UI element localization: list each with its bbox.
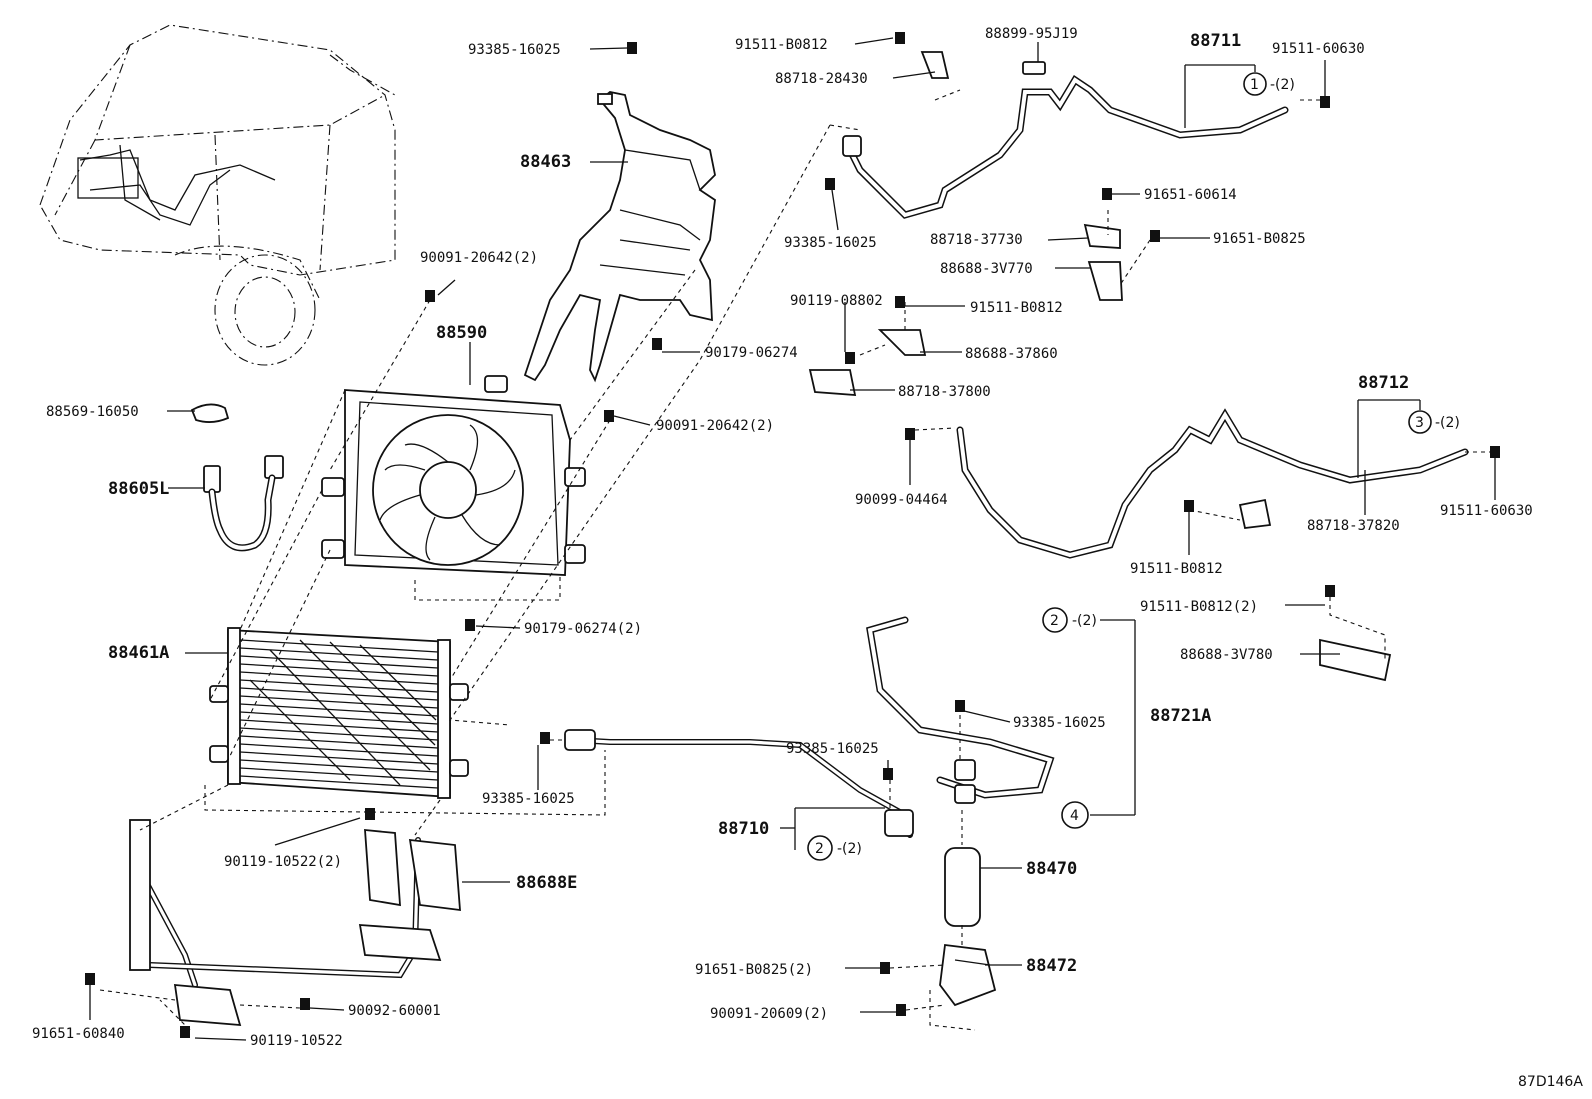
label-88461A: 88461A <box>108 643 169 663</box>
label-90092-60001: 90092-60001 <box>348 1003 441 1019</box>
label-88569-16050: 88569-16050 <box>46 404 139 420</box>
bracket-88463 <box>523 91 716 383</box>
label-91651-B0825-2: 91651-B0825(2) <box>695 962 813 978</box>
label-90119-08802: 90119-08802 <box>790 293 883 309</box>
label-88718-28430: 88718-28430 <box>775 71 868 87</box>
label-90091-20642-b: 90091-20642(2) <box>656 418 774 434</box>
label-91651-B0825-a: 91651-B0825 <box>1213 231 1306 247</box>
svg-text:3: 3 <box>1415 415 1424 431</box>
label-90119-10522-b: 90119-10522 <box>250 1033 343 1049</box>
part-labels: 93385-16025 88463 90091-20642(2) 88590 8… <box>32 26 1583 1090</box>
label-90091-20642-a: 90091-20642(2) <box>420 250 538 266</box>
marker-2-lower: 2 -(2) <box>807 835 862 861</box>
label-88688-3V770: 88688-3V770 <box>940 261 1033 277</box>
label-88710: 88710 <box>718 819 769 839</box>
label-88688-37860: 88688-37860 <box>965 346 1058 362</box>
label-88899-95J19: 88899-95J19 <box>985 26 1078 42</box>
pipe-88710 <box>564 729 914 838</box>
svg-text:-(2): -(2) <box>1072 613 1097 629</box>
condenser-88461A <box>209 627 469 799</box>
label-90179-06274-b: 90179-06274(2) <box>524 621 642 637</box>
hose-88721A <box>866 616 1055 804</box>
label-88712: 88712 <box>1358 373 1409 393</box>
pipe-88688E <box>129 819 461 1027</box>
fan-shroud-88590 <box>321 375 586 601</box>
hose-88711 <box>842 61 1289 219</box>
label-91511-B0812-2: 91511-B0812(2) <box>1140 599 1258 615</box>
label-88472: 88472 <box>1026 956 1077 976</box>
fastener-icons <box>85 32 1500 1038</box>
label-93385-16025-c: 93385-16025 <box>1013 715 1106 731</box>
label-88721A: 88721A <box>1150 706 1211 726</box>
reference-markers: 1 -(2) 3 -(2) 2 -(2) 2 -(2) 4 <box>807 72 1460 861</box>
label-88605L: 88605L <box>108 479 169 499</box>
svg-text:4: 4 <box>1070 808 1079 824</box>
leader-lines <box>89 37 1496 1041</box>
label-90099-04464: 90099-04464 <box>855 492 948 508</box>
label-88718-37820: 88718-37820 <box>1307 518 1400 534</box>
marker-2-upper: 2 -(2) <box>1042 607 1097 633</box>
label-91651-60840: 91651-60840 <box>32 1026 125 1042</box>
label-88463: 88463 <box>520 152 571 172</box>
svg-text:2: 2 <box>1050 613 1059 629</box>
label-88590: 88590 <box>436 323 487 343</box>
label-93385-16025-b: 93385-16025 <box>784 235 877 251</box>
label-88470: 88470 <box>1026 859 1077 879</box>
label-93385-16025-d: 93385-16025 <box>786 741 879 757</box>
label-91651-60614: 91651-60614 <box>1144 187 1237 203</box>
marker-3: 3 -(2) <box>1408 410 1460 434</box>
label-90179-06274-a: 90179-06274 <box>705 345 798 361</box>
svg-text:-(2): -(2) <box>1435 415 1460 431</box>
label-91511-B0812-c: 91511-B0812 <box>1130 561 1223 577</box>
vehicle-illustration <box>39 24 396 366</box>
hose-88712 <box>956 408 1469 559</box>
wire-harness-88605L <box>190 403 284 552</box>
label-90091-20609: 90091-20609(2) <box>710 1006 828 1022</box>
label-91511-B0812-a: 91511-B0812 <box>735 37 828 53</box>
label-91511-B0812-b: 91511-B0812 <box>970 300 1063 316</box>
label-88688-3V780: 88688-3V780 <box>1180 647 1273 663</box>
svg-text:-(2): -(2) <box>837 841 862 857</box>
svg-text:1: 1 <box>1250 77 1259 93</box>
label-93385-16025-a: 93385-16025 <box>468 42 561 58</box>
receiver-drier-88470 <box>939 847 997 1007</box>
marker-1: 1 -(2) <box>1243 72 1295 96</box>
svg-text:-(2): -(2) <box>1270 77 1295 93</box>
assembly-lines <box>99 89 1490 1031</box>
label-91511-60630-b: 91511-60630 <box>1440 503 1533 519</box>
label-88688E: 88688E <box>516 873 577 893</box>
label-93385-16025-e: 93385-16025 <box>482 791 575 807</box>
label-91511-60630-a: 91511-60630 <box>1272 41 1365 57</box>
label-88718-37730: 88718-37730 <box>930 232 1023 248</box>
label-90119-10522-a: 90119-10522(2) <box>224 854 342 870</box>
marker-4: 4 <box>1061 801 1089 829</box>
diagram-code: 87D146A <box>1518 1074 1583 1090</box>
label-88711: 88711 <box>1190 31 1241 51</box>
svg-text:2: 2 <box>815 841 824 857</box>
label-88718-37800: 88718-37800 <box>898 384 991 400</box>
